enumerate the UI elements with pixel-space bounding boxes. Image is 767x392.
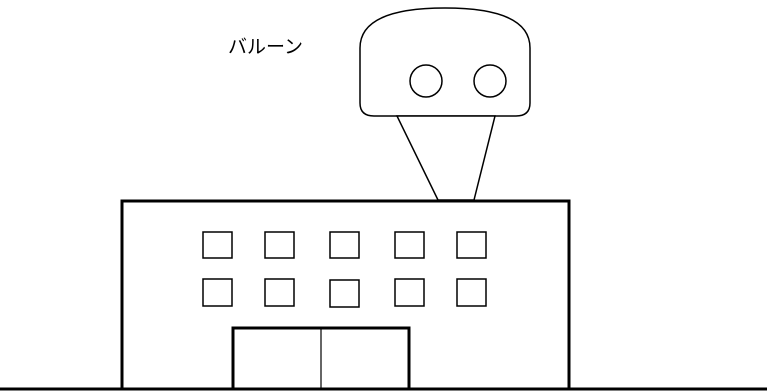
window: [265, 279, 294, 306]
balloon-envelope: [360, 8, 530, 116]
window: [330, 280, 359, 307]
balloon-tether: [397, 116, 495, 200]
window: [395, 279, 424, 306]
balloon-porthole-left: [410, 65, 442, 97]
window: [203, 279, 232, 306]
balloon-porthole-right: [474, 65, 506, 97]
window: [457, 232, 486, 258]
window: [457, 279, 486, 306]
window: [330, 232, 359, 258]
window: [395, 232, 424, 258]
window: [265, 232, 294, 258]
window: [203, 232, 232, 258]
